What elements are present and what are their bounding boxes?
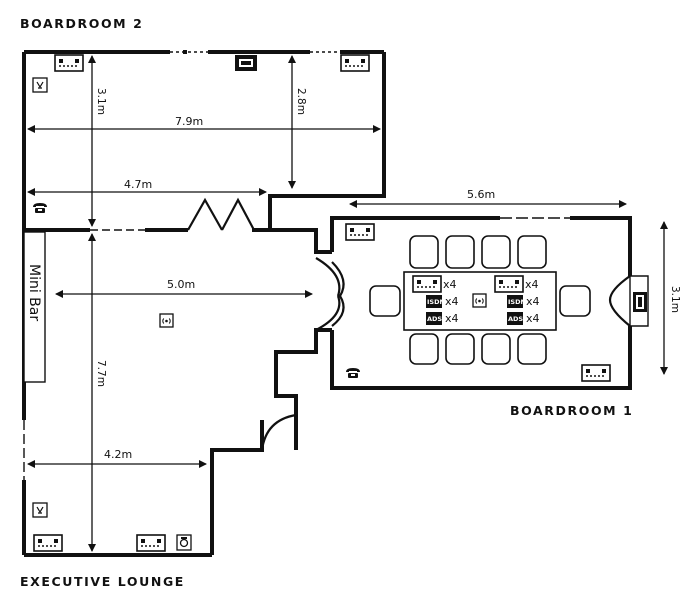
adsl-badge-icon: ADSL xyxy=(426,312,446,325)
mini-bar-label: Mini Bar xyxy=(26,264,42,321)
dimension-lines xyxy=(27,55,668,552)
power-outlet-icon xyxy=(345,223,375,241)
divider-wall xyxy=(24,197,272,232)
dim-br2-height-left: 3.1m xyxy=(95,88,107,115)
dim-br1-height: 3.1m xyxy=(669,286,681,313)
room-title-boardroom2: BOARDROOM 2 xyxy=(20,16,143,31)
table-power-count-left: x4 xyxy=(443,278,457,291)
dim-lounge-height: 7.7m xyxy=(95,360,107,387)
wifi-icon xyxy=(159,313,174,328)
dim-br2-height-right: 2.8m xyxy=(295,88,307,115)
room-title-executive-lounge: EXECUTIVE LOUNGE xyxy=(20,574,185,589)
light-switch-icon xyxy=(32,77,48,93)
light-switch-icon xyxy=(32,502,48,518)
telephone-icon xyxy=(346,368,360,378)
power-outlet-icon xyxy=(33,534,63,552)
isdn-badge-icon: ISDN xyxy=(507,295,526,308)
adsl-badge-text: ADSL xyxy=(508,315,527,323)
power-outlet-icon xyxy=(54,54,84,72)
dim-br2-width: 7.9m xyxy=(175,115,203,128)
power-outlet-icon xyxy=(340,54,370,72)
table-isdn-count-left: x4 xyxy=(445,295,459,308)
power-outlet-icon xyxy=(136,534,166,552)
dim-br2-partial-width: 4.7m xyxy=(124,178,152,191)
table-power-outlet-right xyxy=(494,275,524,293)
boardroom2-walls xyxy=(22,50,386,230)
isdn-badge-text: ISDN xyxy=(427,298,445,306)
dim-lounge-lower-width: 4.2m xyxy=(104,448,132,461)
projector-screen-icon xyxy=(235,55,257,71)
isdn-badge-text: ISDN xyxy=(508,298,526,306)
isdn-badge-icon: ISDN xyxy=(426,295,445,308)
table-adsl-count-left: x4 xyxy=(445,312,459,325)
telephone-icon xyxy=(33,203,47,213)
chairs xyxy=(369,235,591,365)
executive-lounge-walls xyxy=(22,228,341,557)
adsl-badge-icon: ADSL xyxy=(507,312,527,325)
table-power-outlet-left xyxy=(412,275,442,293)
wifi-icon xyxy=(472,293,487,308)
table-adsl-count-right: x4 xyxy=(526,312,540,325)
projector-screen-icon xyxy=(633,292,647,312)
table-power-count-right: x4 xyxy=(525,278,539,291)
power-outlet-icon xyxy=(581,364,611,382)
dim-br1-width: 5.6m xyxy=(467,188,495,201)
intercom-icon xyxy=(176,534,192,551)
table-isdn-count-right: x4 xyxy=(526,295,540,308)
room-title-boardroom1: BOARDROOM 1 xyxy=(510,403,633,418)
dim-lounge-upper-width: 5.0m xyxy=(167,278,195,291)
adsl-badge-text: ADSL xyxy=(427,315,446,323)
